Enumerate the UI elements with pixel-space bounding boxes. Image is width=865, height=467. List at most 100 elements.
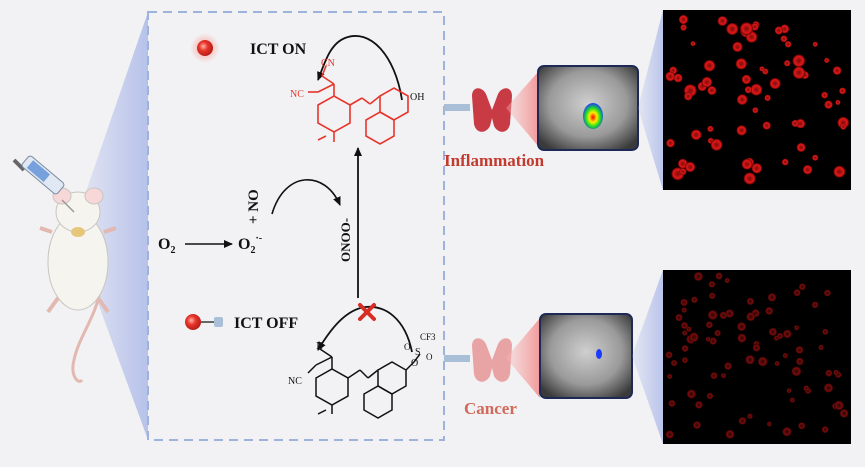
probe-off-icon <box>185 314 201 330</box>
cell <box>678 14 689 25</box>
cell <box>798 422 806 430</box>
cell <box>717 16 728 26</box>
cell <box>839 87 846 95</box>
cell <box>736 125 747 136</box>
cell <box>812 41 818 47</box>
connector-bottom <box>444 355 470 362</box>
cell <box>680 321 689 330</box>
cell <box>736 94 748 105</box>
cell <box>726 23 739 35</box>
cell <box>690 129 702 141</box>
cell <box>673 73 683 83</box>
cell <box>681 307 687 313</box>
cell <box>681 357 689 364</box>
beam-pink-bottom <box>506 318 540 398</box>
beam-pink-top <box>506 72 538 146</box>
cell <box>751 163 762 174</box>
hotspot-top <box>583 103 603 129</box>
cell <box>705 321 713 329</box>
cell <box>769 78 781 89</box>
cell <box>823 289 831 297</box>
cell <box>776 332 784 340</box>
cell <box>693 271 704 282</box>
cell <box>835 99 841 105</box>
inflammation-label: Inflammation <box>444 151 545 170</box>
cell <box>685 161 696 173</box>
cell <box>745 355 755 365</box>
molecule-off-ob: O <box>426 352 433 362</box>
thyroid-cancer-icon <box>472 338 512 382</box>
cancer-label: Cancer <box>464 399 517 418</box>
peroxynitrite-label: ONOO- <box>338 218 353 262</box>
cell <box>781 158 789 166</box>
syringe-icon <box>12 155 75 213</box>
molecule-off-oa: O <box>404 342 411 352</box>
cell <box>682 330 688 336</box>
cell <box>783 329 792 339</box>
cell <box>681 345 689 352</box>
cell <box>811 301 819 309</box>
cell <box>741 74 752 85</box>
cell <box>784 41 792 48</box>
cell <box>691 296 698 304</box>
cell <box>719 311 728 320</box>
cell <box>703 59 716 72</box>
molecule-off-cf3: CF3 <box>420 332 436 342</box>
cell <box>798 283 806 291</box>
cell <box>789 397 795 403</box>
cell <box>812 154 819 161</box>
cell <box>784 60 791 67</box>
ict-on-label: ICT ON <box>250 41 307 58</box>
beam-right-bottom <box>632 270 663 444</box>
cell <box>759 66 765 72</box>
cell <box>792 66 806 79</box>
cell <box>744 86 752 94</box>
molecule-on-n: CN <box>321 58 335 69</box>
cell <box>680 24 687 31</box>
cell <box>686 389 697 399</box>
molecule-off-o: O <box>411 358 418 369</box>
cell <box>679 168 687 176</box>
cell <box>743 172 756 185</box>
cell <box>825 369 833 377</box>
cell <box>738 417 747 425</box>
micrograph-cancer <box>663 270 851 444</box>
cell <box>747 413 753 420</box>
cell <box>796 357 804 366</box>
cell <box>706 392 714 400</box>
ict-on-curved-arrow <box>317 35 403 101</box>
no-curved-arrow <box>271 179 341 215</box>
cell <box>764 94 771 102</box>
probe-off-quencher <box>214 317 223 327</box>
cell <box>792 54 806 68</box>
cell <box>791 366 802 377</box>
cell <box>765 306 774 315</box>
cell <box>675 313 683 322</box>
molecule-off-nc: NC <box>288 376 302 387</box>
cell <box>707 86 717 95</box>
dashed-box <box>147 11 445 441</box>
cell <box>818 344 824 351</box>
cell <box>737 333 747 343</box>
cell <box>670 359 678 367</box>
cell <box>751 22 759 31</box>
cell <box>802 165 813 175</box>
cell <box>725 309 734 318</box>
molecule-on-nc: NC <box>290 89 304 100</box>
cell <box>834 400 844 411</box>
cell <box>824 100 833 109</box>
cell <box>689 332 699 343</box>
cell <box>833 165 846 178</box>
cell <box>795 346 804 354</box>
cell <box>735 58 747 70</box>
micrograph-inflammation <box>663 10 851 190</box>
cell <box>680 298 688 307</box>
cell <box>708 292 716 300</box>
mouse-icon <box>39 187 117 383</box>
cell <box>824 57 830 64</box>
cell <box>833 369 839 376</box>
molecule-on-oh: OH <box>410 92 424 103</box>
cell <box>786 388 792 394</box>
molecule-off-n: N <box>316 341 323 352</box>
